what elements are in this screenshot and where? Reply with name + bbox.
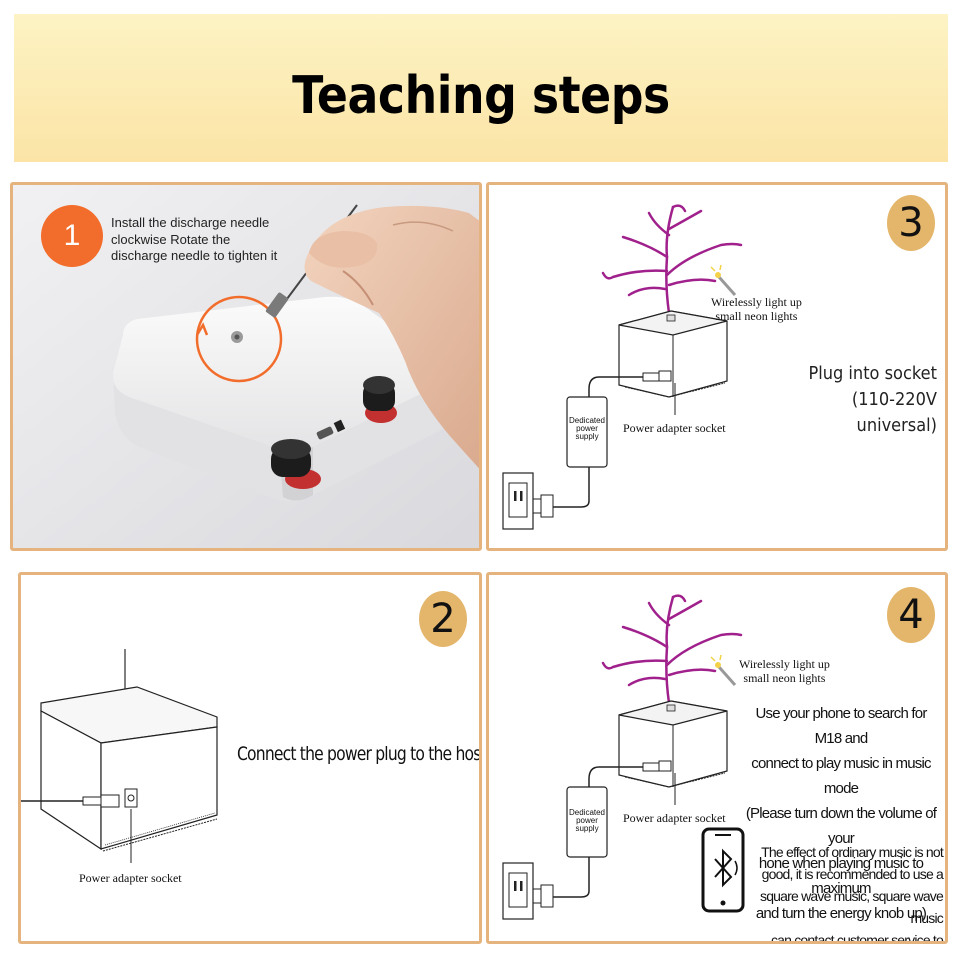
step3-panel: 3 Wirelessly light up small neon lights … [486, 182, 948, 551]
neon-lamp-icon [710, 654, 737, 686]
step4-effect-line: good, it is recommended to use a [761, 866, 944, 882]
step3-supply-line1: Dedicated [568, 416, 606, 425]
step3-number-badge: 3 [887, 195, 935, 251]
step2-instruction: Connect the power plug to the host [237, 743, 482, 765]
step3-wireless-line1: Wirelessly light up [711, 295, 802, 309]
step3-supply-line3: supply [575, 432, 599, 441]
page-title: Teaching steps [292, 66, 670, 126]
step4-effect-line: square wave music, square wave music [760, 888, 944, 926]
step3-supply-label: Dedicated power supply [567, 417, 607, 441]
step3-wireless-label: Wirelessly light up small neon lights [711, 295, 802, 323]
step3-plug-instruction: Plug into socket (110-220V universal) [777, 361, 937, 439]
step4-music-line: hone when playing music to maximum [758, 855, 924, 897]
step4-wireless-line1: Wirelessly light up [739, 657, 830, 671]
header-banner: Teaching steps [14, 14, 948, 162]
step4-music-instructions: Use your phone to search for M18 and con… [741, 701, 941, 926]
step4-supply-line2: power [576, 816, 598, 825]
step3-diagram [502, 204, 743, 530]
step4-effect-line: can contact customer service to receive [770, 932, 944, 944]
step4-wireless-label: Wirelessly light up small neon lights [739, 657, 830, 685]
bluetooth-phone-icon [701, 827, 745, 913]
step1-illustration [13, 185, 479, 548]
step4-music-line: (Please turn down the volume of your [745, 805, 937, 847]
step4-panel: 4 Wirelessly light up small neon lights … [486, 572, 948, 944]
plasma-arc-icon [601, 594, 743, 705]
step4-music-line: Use your phone to search for M18 and [755, 705, 927, 747]
step4-supply-line1: Dedicated [568, 808, 606, 817]
step4-socket-label: Power adapter socket [623, 811, 726, 825]
step2-panel: 2 Connect the power plug to the host Pow… [18, 572, 482, 944]
step4-number-badge: 4 [887, 587, 935, 643]
step3-wireless-line2: small neon lights [715, 309, 798, 323]
step4-supply-line3: supply [575, 824, 599, 833]
step4-supply-label: Dedicated power supply [567, 809, 607, 833]
step3-plug-line2: (110-220V universal) [851, 389, 937, 436]
step4-music-line: connect to play music in music mode [751, 755, 931, 797]
step4-effect-note: The effect of ordinary music is not good… [741, 841, 944, 944]
step2-number-badge: 2 [419, 591, 467, 647]
step1-instruction: Install the discharge needle clockwise R… [111, 215, 311, 265]
step1-number-badge: 1 [41, 205, 103, 267]
step3-socket-label: Power adapter socket [623, 421, 726, 435]
step1-line3: discharge needle to tighten it [111, 248, 278, 263]
step2-diagram [21, 649, 218, 863]
step4-music-line: and turn the energy knob up) [755, 905, 927, 922]
step1-line1: Install the discharge needle [111, 215, 270, 230]
step4-diagram [502, 594, 745, 920]
neon-lamp-icon [710, 264, 737, 296]
step1-line2: clockwise Rotate the [111, 231, 231, 247]
step4-wireless-line2: small neon lights [743, 671, 826, 685]
step1-panel: 1 Install the discharge needle clockwise… [10, 182, 482, 551]
step3-supply-line2: power [576, 424, 598, 433]
step3-plug-line1: Plug into socket [808, 363, 937, 384]
step4-effect-line: The effect of ordinary music is not [761, 844, 944, 860]
step2-socket-label: Power adapter socket [79, 871, 182, 885]
plasma-arc-icon [601, 204, 743, 315]
